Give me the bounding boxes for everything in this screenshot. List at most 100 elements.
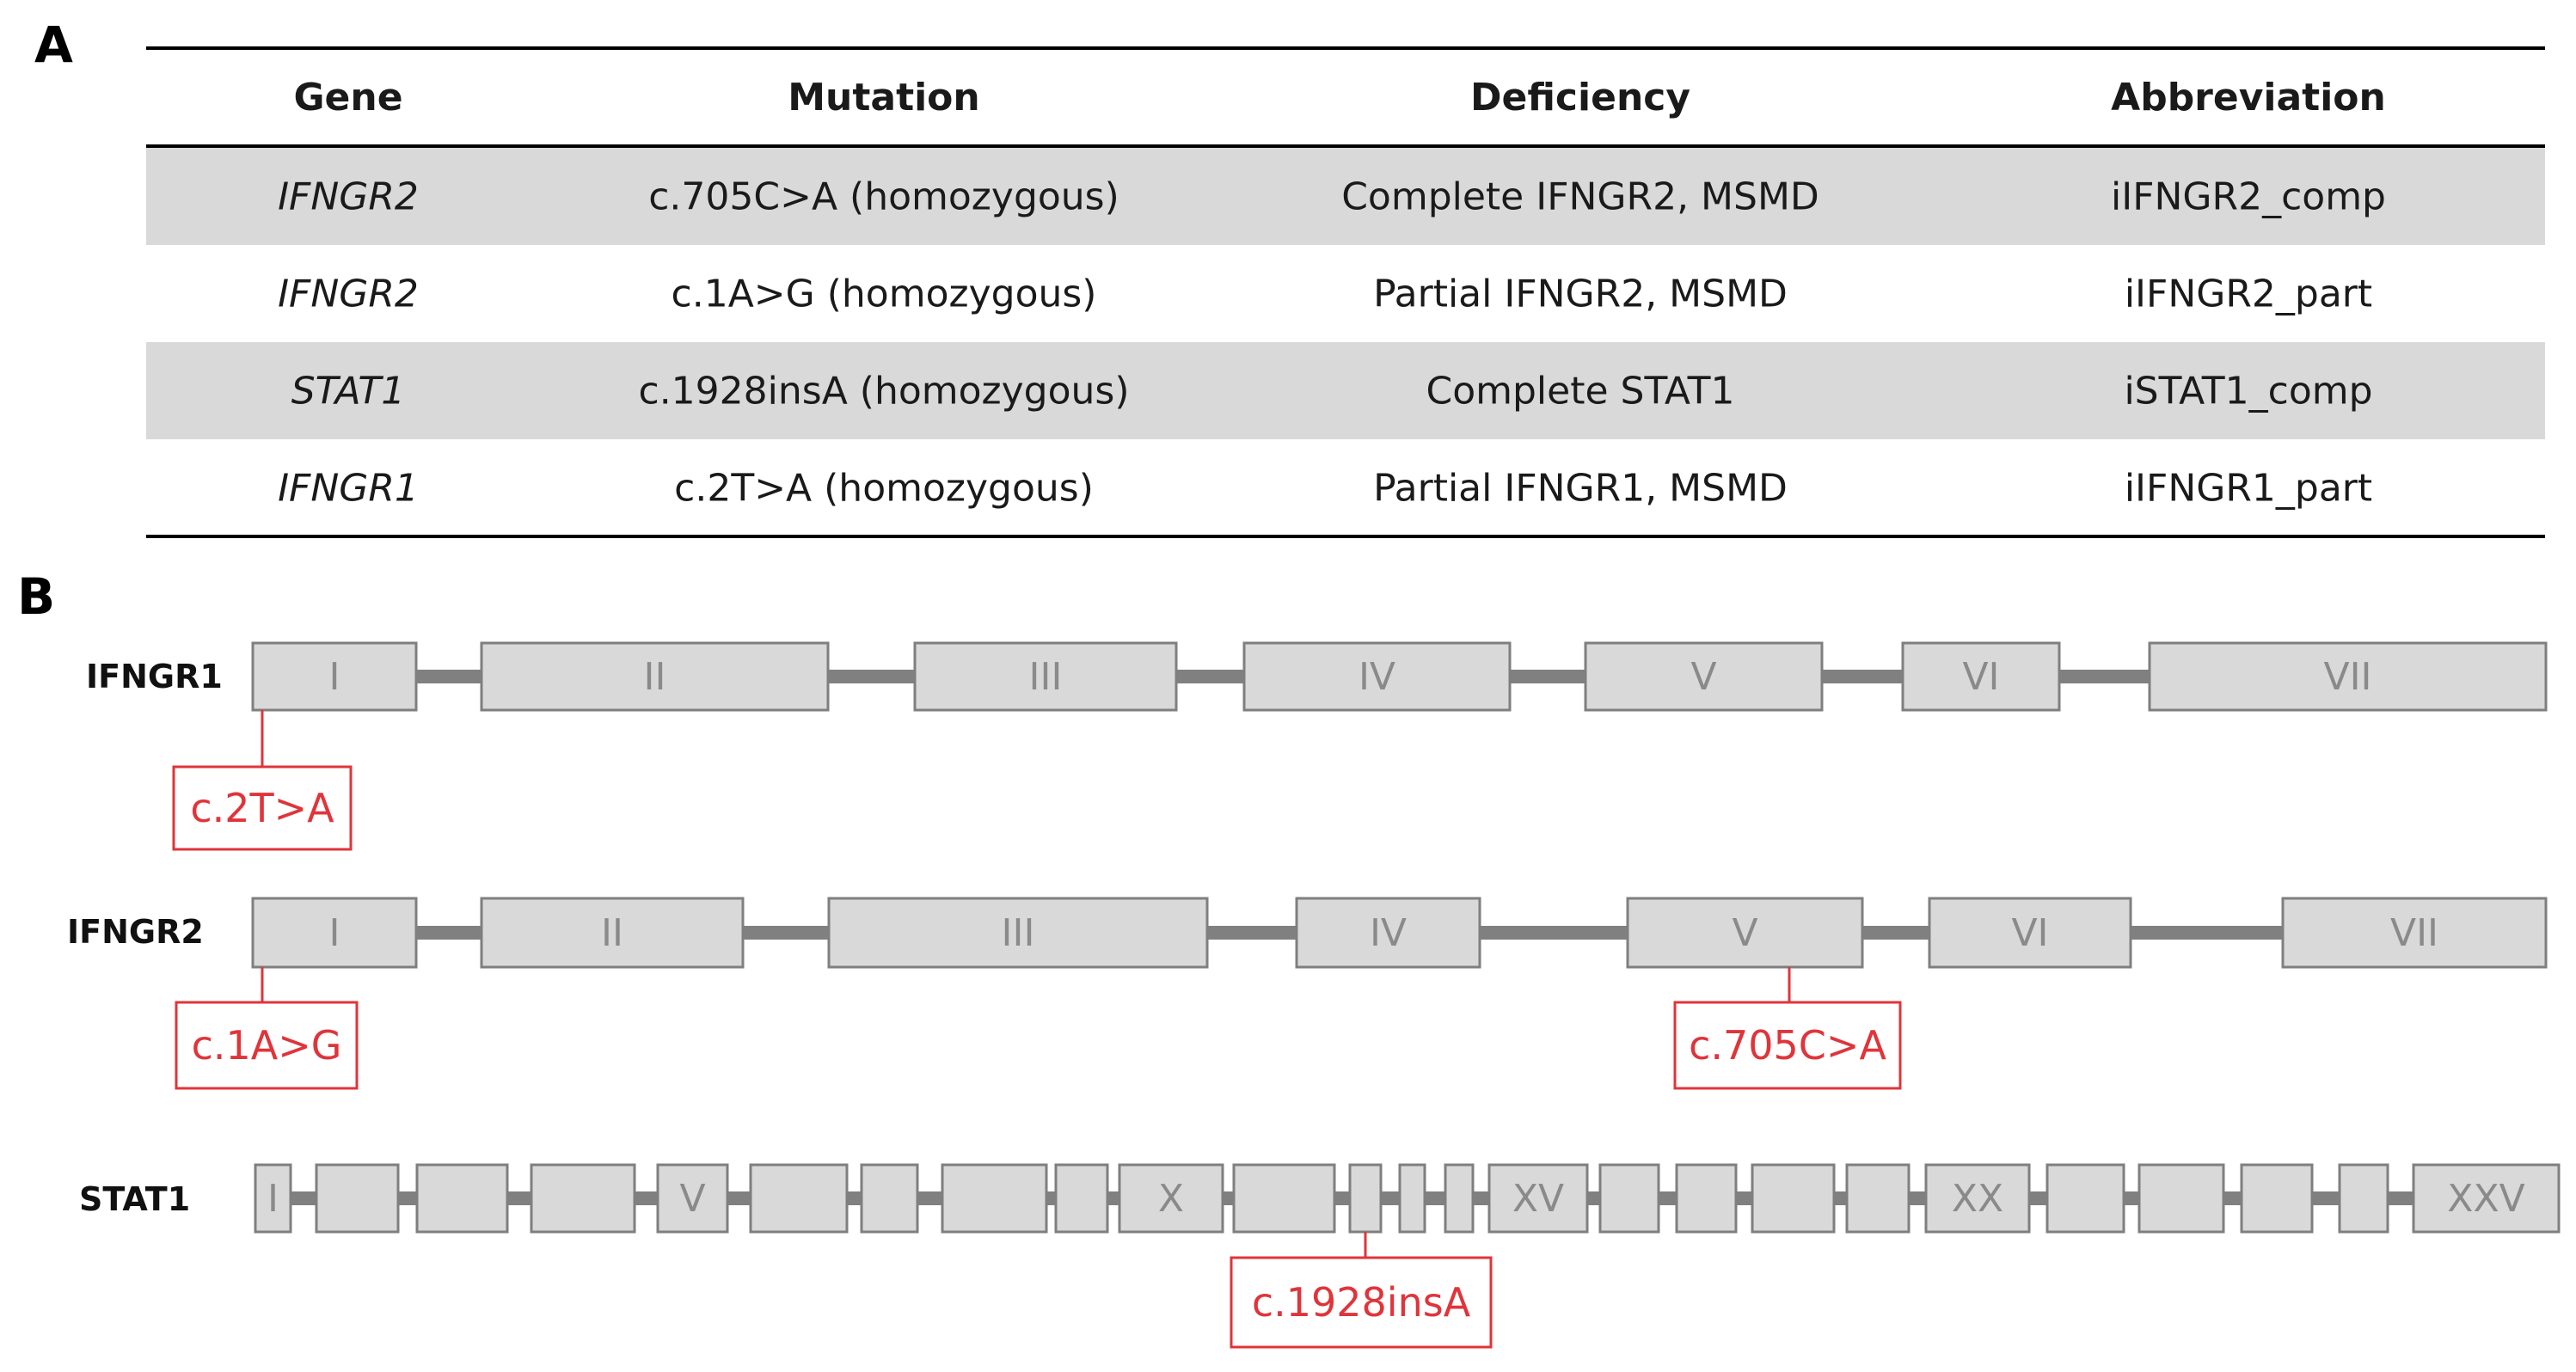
exon [1598,1163,1660,1234]
exon [1242,641,1512,712]
exon [480,897,745,969]
exon [251,897,418,969]
exon [2240,1163,2314,1234]
intron [1176,670,1244,683]
mutation-table: Gene Mutation Deficiency AbbreviationIFNGR2… [146,46,2545,538]
intron [416,670,481,683]
exon [827,897,1209,969]
mutation-box [1230,1256,1493,1349]
table-cell-abbreviation: iIFNGR2_part [2125,273,2372,316]
exon-label: I [329,655,340,699]
intron [727,1191,751,1205]
table-cell-abbreviation: iIFNGR2_comp [2111,175,2386,219]
exon-label: XX [1952,1177,2003,1221]
exon [1924,1163,2031,1234]
table-cell-deficiency: Complete STAT1 [1426,370,1735,413]
exon [251,641,418,712]
exon [1054,1163,1109,1234]
intron [1473,1191,1489,1205]
exon-label: X [1158,1177,1184,1221]
exon [860,1163,919,1234]
table-header-cell: Abbreviation [2111,76,2386,119]
intron [2131,926,2283,940]
table-header-cell: Deficiency [1470,76,1690,119]
intron [1659,1191,1677,1205]
intron [1107,1191,1119,1205]
exon-label: III [1029,655,1063,699]
intron [1480,926,1628,940]
intron [398,1191,417,1205]
intron [507,1191,531,1205]
table-header-cell: Mutation [788,76,980,119]
mutation-label: c.705C>A [1689,1022,1886,1069]
intron [1736,1191,1752,1205]
exon-label: I [267,1177,279,1221]
exon [1487,1163,1589,1234]
table-cell-mutation: c.705C>A (homozygous) [648,175,1119,219]
exon-label: XV [1512,1177,1564,1221]
intron [1381,1191,1400,1205]
exon [2148,641,2548,712]
exon-label: III [1002,911,1035,955]
exon [2137,1163,2225,1234]
intron [2388,1191,2413,1205]
table-cell-gene: STAT1 [291,370,406,413]
intron [847,1191,862,1205]
intron [1334,1191,1350,1205]
table-header-cell: Gene [293,76,402,119]
exon [749,1163,849,1234]
mutation-box [1673,1001,1902,1090]
table-cell-gene: IFNGR2 [278,273,419,316]
exon [1232,1163,1336,1234]
exon-label: V [679,1177,705,1221]
exon [1118,1163,1224,1234]
exon [656,1163,729,1234]
exon [1295,897,1481,969]
intron [2223,1191,2242,1205]
exon [1626,897,1864,969]
intron [1587,1191,1600,1205]
table-cell-abbreviation: iSTAT1_comp [2124,370,2372,413]
exon [1675,1163,1738,1234]
table-cell-mutation: c.1A>G (homozygous) [672,273,1097,316]
exon [530,1163,636,1234]
exon-label: VI [1962,655,1999,699]
exon [2045,1163,2125,1234]
table-row-shade [146,148,2545,245]
intron [1909,1191,1926,1205]
table-cell-abbreviation: iIFNGR1_part [2125,467,2372,511]
intron [1223,1191,1234,1205]
exon [415,1163,509,1234]
intron [2312,1191,2340,1205]
intron [828,670,915,683]
table-cell-deficiency: Partial IFNGR1, MSMD [1373,467,1788,511]
mutation-box [175,1001,359,1090]
intron [1510,670,1585,683]
exon [2338,1163,2389,1234]
exon [1845,1163,1911,1234]
table-cell-deficiency: Partial IFNGR2, MSMD [1373,273,1788,316]
exon-label: IV [1370,911,1407,955]
intron [1207,926,1297,940]
exon [480,641,830,712]
exon [913,641,1178,712]
exon [254,1163,292,1234]
exon [1348,1163,1383,1234]
panel-a-label: A [34,15,73,74]
intron [2029,1191,2047,1205]
intron [635,1191,658,1205]
panel-b-label: B [17,567,55,626]
mutation-box [172,765,353,851]
intron [2059,670,2150,683]
exon [2281,897,2548,969]
intron [1834,1191,1847,1205]
exon-label: II [644,655,666,699]
intron [1862,926,1929,940]
exon-label: IV [1359,655,1395,699]
exon [1444,1163,1475,1234]
gene-name-label: IFNGR2 [67,913,204,951]
intron [2124,1191,2139,1205]
